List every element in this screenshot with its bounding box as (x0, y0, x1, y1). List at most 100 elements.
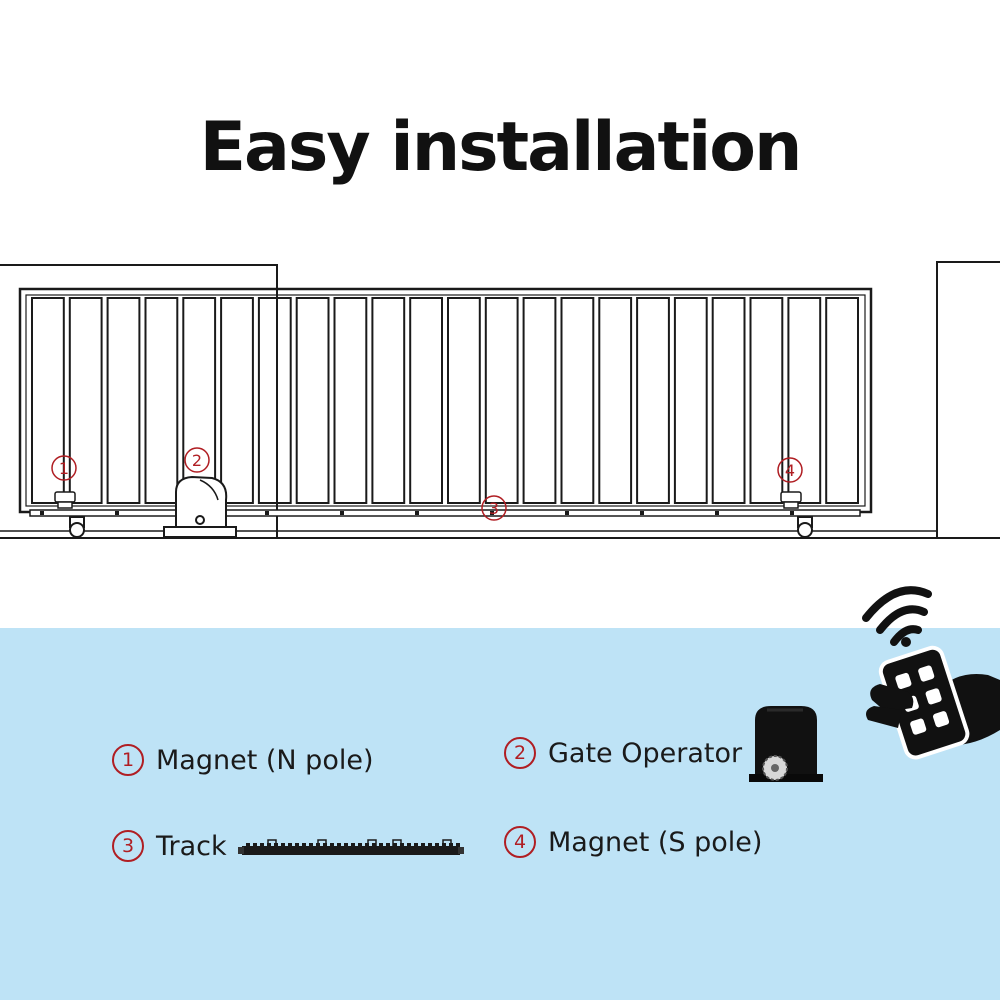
gate-bar (598, 297, 633, 504)
gate-bar (447, 297, 481, 504)
rail-clip (40, 511, 44, 515)
legend-label-gate-operator: Gate Operator (548, 737, 743, 769)
track-tooth (400, 843, 404, 847)
gate-bar (522, 297, 557, 504)
rail-clip (490, 511, 494, 515)
track-tooth (281, 843, 285, 847)
page-title: Easy installation (199, 108, 803, 187)
gate-bar (409, 297, 444, 504)
gate-operator-icon (749, 706, 823, 782)
track-tooth (288, 843, 292, 847)
rail-clip (265, 511, 269, 515)
track-tooth (365, 843, 369, 847)
wheel-left (69, 516, 85, 538)
marker-3-circle (481, 495, 507, 521)
gate-bar (484, 297, 519, 504)
legend-label-magnet-s: Magnet (S pole) (548, 826, 763, 858)
track-tooth (253, 843, 257, 847)
marker-1: 1 (59, 459, 69, 478)
wheel-right (797, 516, 813, 538)
gate-bar (220, 297, 254, 504)
gate-bar (144, 297, 179, 504)
legend-item-magnet-n: 1 Magnet (N pole) (112, 744, 374, 776)
marker-2-circle (184, 447, 210, 473)
track-tooth (267, 843, 271, 847)
marker-4-circle (777, 457, 803, 483)
legend-item-track: 3 Track (112, 830, 227, 862)
track-tooth (428, 843, 432, 847)
gate-bar (333, 297, 368, 504)
gate-bar (31, 297, 65, 504)
legend-number-4: 4 (504, 826, 536, 858)
rail-clip (565, 511, 569, 515)
left-wall (0, 264, 278, 538)
legend-label-track: Track (156, 830, 227, 862)
track-bracket (317, 839, 327, 848)
marker-2: 2 (192, 451, 202, 470)
magnet-s-drawing (780, 491, 802, 509)
legend-number-3: 3 (112, 830, 144, 862)
gate-bar (106, 297, 141, 504)
track-tooth (414, 843, 418, 847)
gate-bars (31, 297, 860, 504)
track-tooth (372, 843, 376, 847)
gate-frame (18, 287, 873, 514)
gate-bar (68, 297, 103, 504)
track-bracket (367, 839, 377, 848)
legend-item-gate-operator: 2 Gate Operator (504, 737, 742, 769)
track-tooth (246, 843, 250, 847)
rail-clip (640, 511, 644, 515)
track-rail (29, 509, 861, 517)
track-tooth (456, 843, 460, 847)
rail-clip (415, 511, 419, 515)
track-tooth (442, 843, 446, 847)
right-pillar (936, 261, 1000, 538)
rail-clip (790, 511, 794, 515)
gate-bar (295, 297, 330, 504)
track-tooth (351, 843, 355, 847)
track-bracket (267, 839, 277, 848)
remote-control-icon (862, 586, 1000, 760)
track-tooth (386, 843, 390, 847)
marker-4: 4 (785, 461, 795, 480)
gate-bar (371, 297, 406, 504)
gate-bar (787, 297, 822, 504)
track-tooth (337, 843, 341, 847)
track-tooth (344, 843, 348, 847)
track-tooth (330, 843, 334, 847)
track-tooth (302, 843, 306, 847)
gate-bar (673, 297, 708, 504)
gate-bar (749, 297, 784, 504)
track-tooth (295, 843, 299, 847)
gate-bar (636, 297, 670, 504)
legend-item-magnet-s: 4 Magnet (S pole) (504, 826, 762, 858)
gate-bar (825, 297, 860, 504)
track-tooth (379, 843, 383, 847)
legend-number-1: 1 (112, 744, 144, 776)
marker-3: 3 (489, 499, 499, 518)
track-tooth (260, 843, 264, 847)
gate-diagram: 1 2 3 4 (0, 261, 1000, 539)
track-bracket (442, 839, 452, 848)
track-tooth (435, 843, 439, 847)
track-tooth (421, 843, 425, 847)
legend-label-magnet-n: Magnet (N pole) (156, 744, 374, 776)
track-tooth (407, 843, 411, 847)
track-tooth (393, 843, 397, 847)
gate-bar (711, 297, 746, 504)
track-rack-icon (238, 839, 464, 855)
track-bracket (392, 839, 402, 848)
rail-clip (715, 511, 719, 515)
track-tooth (358, 843, 362, 847)
track-tooth (309, 843, 313, 847)
gate-bar (257, 297, 292, 504)
rail-clip (340, 511, 344, 515)
rail-clip (115, 511, 119, 515)
gate-operator-drawing (163, 475, 237, 538)
track-tooth (323, 843, 327, 847)
gate-bar (560, 297, 595, 504)
magnet-n-drawing (54, 491, 76, 509)
legend-number-2: 2 (504, 737, 536, 769)
marker-1-circle (51, 455, 77, 481)
legend-panel (0, 628, 1000, 1000)
